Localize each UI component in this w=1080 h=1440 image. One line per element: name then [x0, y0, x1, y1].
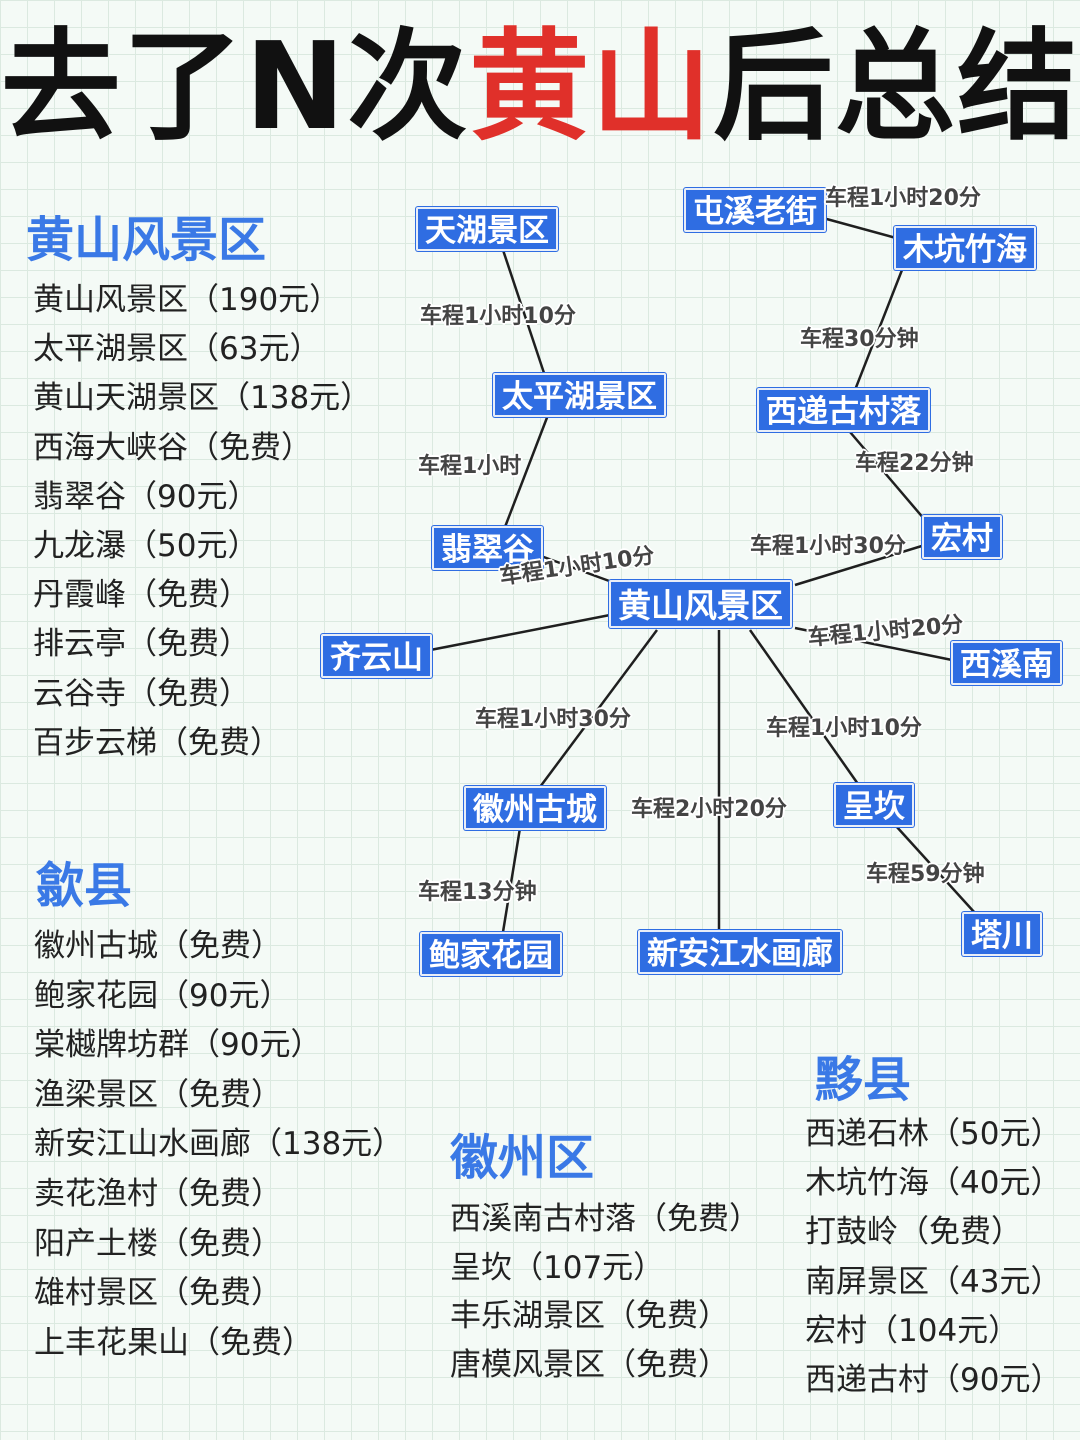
- list-item: 新安江山水画廊（138元）: [34, 1126, 404, 1163]
- route-line-tunxi-mukeng: [811, 213, 897, 240]
- list-item: 西递古村（90元）: [805, 1361, 1062, 1398]
- list-item: 徽州古城（免费）: [34, 928, 282, 964]
- list-item: 渔梁景区（免费）: [34, 1076, 282, 1113]
- route-line-chengkan-tachuan: [895, 825, 976, 914]
- page-title: 去了N次黄山后总结: [0, 18, 1080, 158]
- list-item: 上丰花果山（免费）: [34, 1324, 313, 1361]
- list-item: 排云亭（免费）: [33, 626, 250, 663]
- list-item: 黄山风景区（190元）: [33, 282, 341, 318]
- list-item: 西海大峡谷（免费）: [33, 429, 312, 466]
- route-line-hongcun-huangshan: [794, 543, 926, 587]
- section-list-shexian: 徽州古城（免费） 鲍家花园（90元） 棠樾牌坊群（90元） 渔梁景区（免费） 新…: [34, 922, 403, 1368]
- route-line-taipinghu-feicuigu: [503, 414, 550, 528]
- list-item: 鲍家花园（90元）: [34, 977, 291, 1014]
- section-list-huangshan: 黄山风景区（190元） 太平湖景区（63元） 黄山天湖景区（138元） 西海大峡…: [33, 276, 371, 768]
- route-line-huangshan-chengkan: [748, 629, 860, 785]
- list-item: 西递石林（50元）: [805, 1116, 1062, 1152]
- list-item: 呈坎（107元）: [450, 1249, 665, 1286]
- map-node-xinanjiang: 新安江水画廊: [638, 930, 842, 974]
- list-item: 卖花渔村（免费）: [34, 1175, 282, 1212]
- list-item: 宏村（104元）: [805, 1312, 1020, 1349]
- list-item: 翡翠谷（90元）: [33, 478, 259, 515]
- route-label-chengkan-tachuan: 车程59分钟: [866, 862, 985, 887]
- route-label-xidi-hongcun: 车程22分钟: [855, 451, 974, 476]
- map-node-qiyunshan: 齐云山: [321, 634, 432, 678]
- route-label-hongcun-huangshan: 车程1小时30分: [750, 534, 906, 559]
- route-line-mukeng-xidi: [853, 269, 904, 391]
- list-item: 唐模风景区（免费）: [450, 1346, 729, 1383]
- list-item: 百步云梯（免费）: [33, 724, 281, 761]
- section-list-yixian: 西递石林（50元） 木坑竹海（40元） 打鼓岭（免费） 南屏景区（43元） 宏村…: [805, 1110, 1061, 1405]
- list-item: 太平湖景区（63元）: [33, 331, 321, 368]
- list-item: 黄山天湖景区（138元）: [33, 380, 372, 417]
- route-line-xidi-hongcun: [849, 431, 926, 521]
- map-node-tachuan: 塔川: [962, 912, 1042, 956]
- list-item: 雄村景区（免费）: [34, 1275, 282, 1312]
- route-label-huangshan-chengkan: 车程1小时10分: [766, 716, 922, 741]
- list-item: 丰乐湖景区（免费）: [450, 1298, 729, 1335]
- map-node-xixinan: 西溪南: [951, 641, 1062, 685]
- route-line-feicuigu-huangshan: [529, 550, 613, 584]
- route-line-tianhu-taipinghu: [501, 249, 547, 377]
- list-item: 打鼓岭（免费）: [805, 1214, 1022, 1251]
- title-part2: 后总结: [713, 18, 1080, 157]
- route-line-huangshan-huizhou: [538, 629, 659, 788]
- map-node-tunxi: 屯溪老街: [684, 188, 826, 232]
- route-label-tunxi-mukeng: 车程1小时20分: [825, 186, 981, 211]
- route-label-taipinghu-feicuigu: 车程1小时: [418, 454, 522, 479]
- map-node-mukeng: 木坑竹海: [894, 226, 1036, 270]
- list-item: 木坑竹海（40元）: [805, 1165, 1062, 1202]
- route-label-huangshan-xinanjiang: 车程2小时20分: [631, 797, 787, 822]
- map-node-chengkan: 呈坎: [834, 783, 914, 827]
- route-line-qiyunshan-huangshan: [419, 613, 611, 654]
- list-item: 丹霞峰（免费）: [33, 577, 250, 614]
- list-item: 棠樾牌坊群（90元）: [34, 1027, 322, 1064]
- list-item: 云谷寺（免费）: [33, 675, 250, 712]
- route-line-huizhou-baojia: [501, 827, 522, 933]
- title-part1: 去了N次: [0, 18, 470, 157]
- list-item: 九龙瀑（50元）: [33, 527, 259, 564]
- map-node-huizhougucheng: 徽州古城: [464, 786, 606, 830]
- route-label-mukeng-xidi: 车程30分钟: [800, 327, 919, 352]
- list-item: 阳产土楼（免费）: [34, 1225, 282, 1262]
- section-heading-shexian: 歙县: [36, 858, 133, 914]
- title-highlight: 黄山: [469, 18, 714, 157]
- section-heading-yixian: 黟县: [815, 1052, 912, 1108]
- map-node-hongcun: 宏村: [922, 515, 1002, 559]
- section-heading-huangshan: 黄山风景区: [26, 212, 267, 268]
- route-label-tianhu-taipinghu: 车程1小时10分: [420, 304, 576, 329]
- route-label-huangshan-huizhou: 车程1小时30分: [475, 707, 631, 732]
- map-node-huangshan: 黄山风景区: [609, 580, 792, 628]
- map-node-tianhu: 天湖景区: [416, 207, 558, 251]
- map-node-taipinghu: 太平湖景区: [493, 373, 666, 417]
- map-node-baojia: 鲍家花园: [420, 932, 562, 976]
- list-item: 南屏景区（43元）: [805, 1263, 1062, 1300]
- section-list-huizhou: 西溪南古村落（免费） 呈坎（107元） 丰乐湖景区（免费） 唐模风景区（免费）: [450, 1195, 760, 1389]
- route-label-huizhou-baojia: 车程13分钟: [418, 880, 537, 905]
- section-heading-huizhou: 徽州区: [450, 1130, 595, 1186]
- route-line-huangshan-xixinan: [794, 626, 953, 662]
- list-item: 西溪南古村落（免费）: [450, 1201, 760, 1237]
- map-node-xidi: 西递古村落: [757, 388, 930, 432]
- map-node-feicuigu: 翡翠谷: [432, 526, 543, 570]
